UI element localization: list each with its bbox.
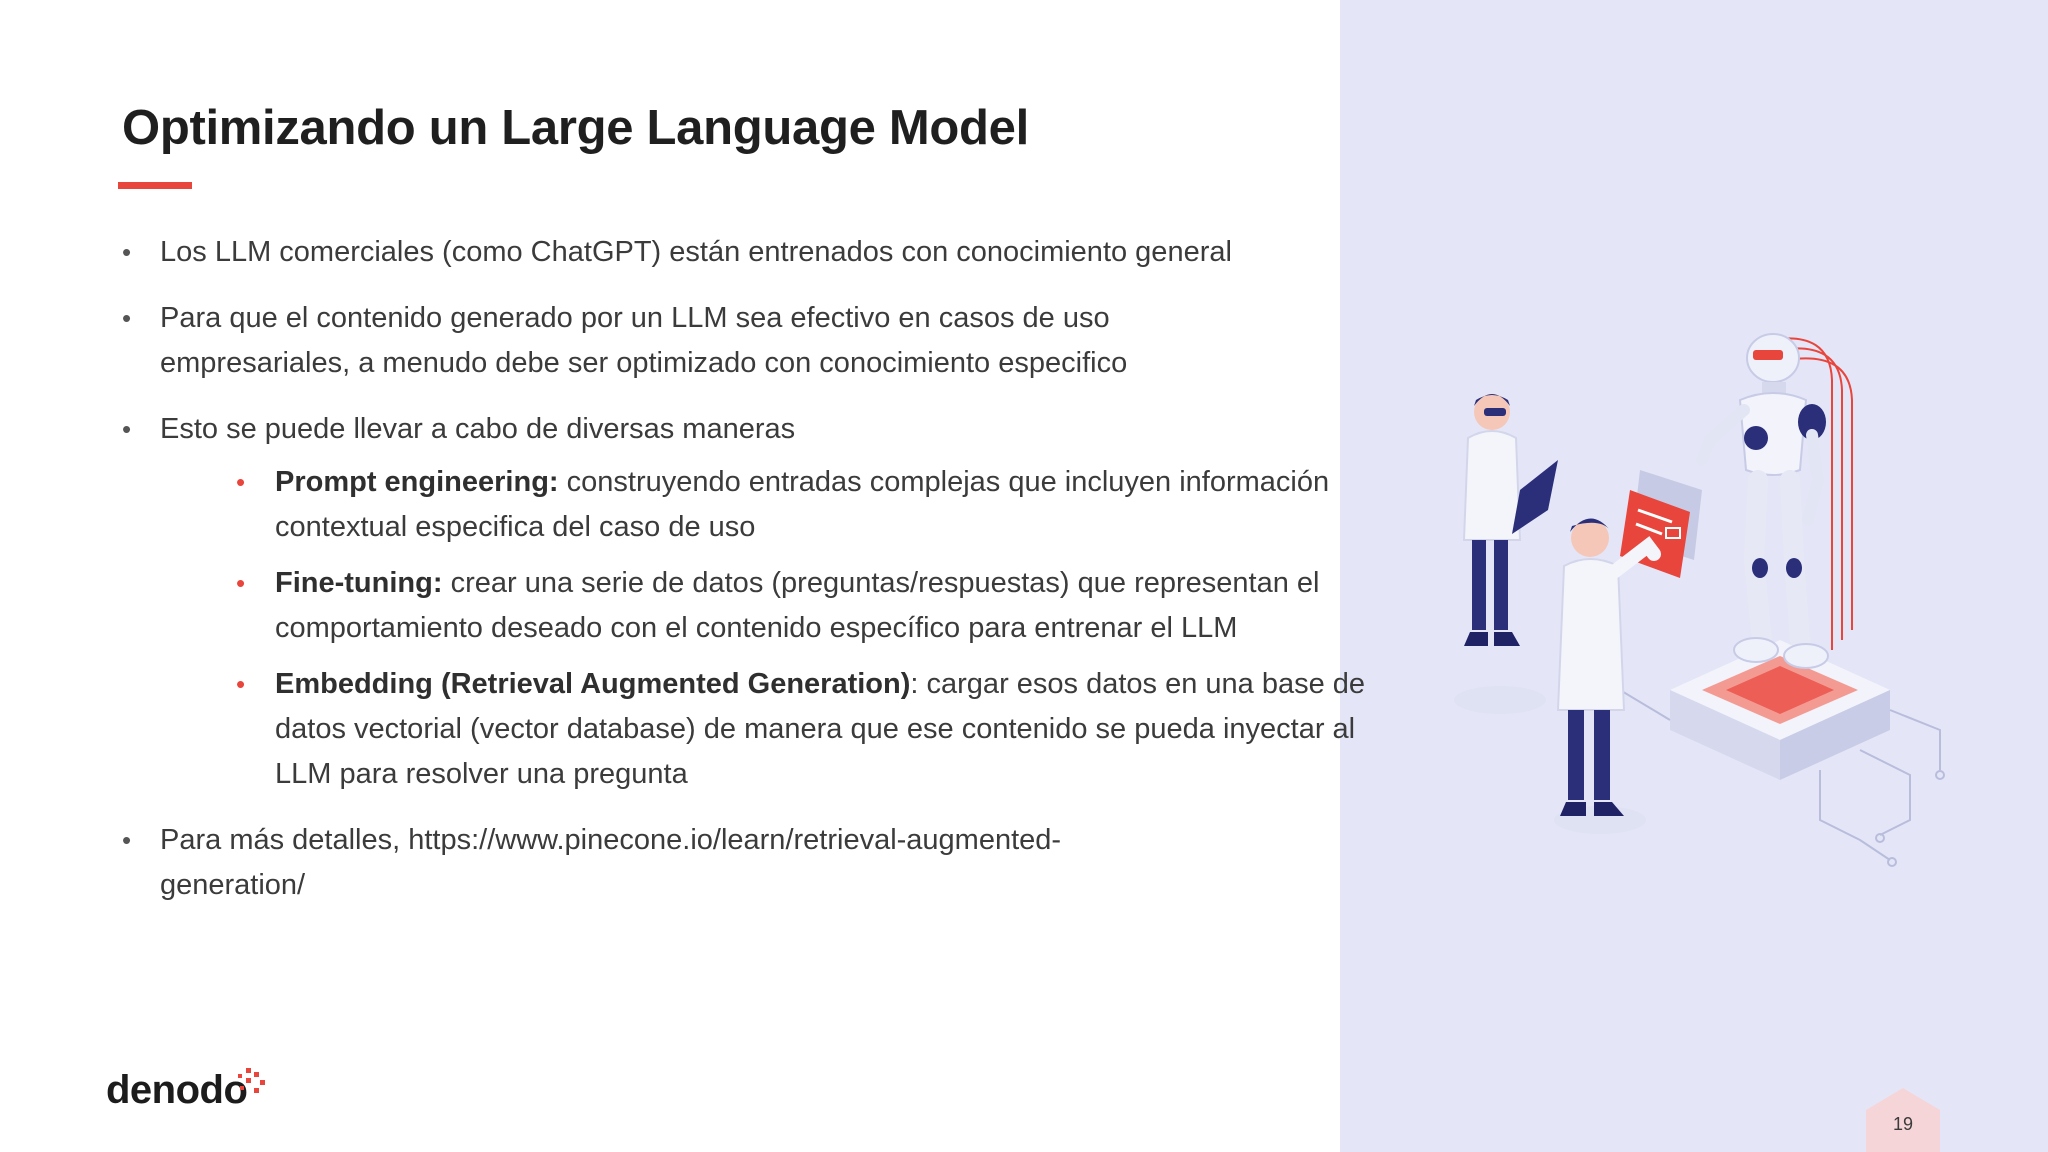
- bullet-text: Esto se puede llevar a cabo de diversas …: [160, 413, 796, 445]
- bullet-dot: •: [122, 237, 132, 267]
- robot-scientists-illustration: [1454, 333, 1945, 867]
- bullet-item: • Esto se puede llevar a cabo de diversa…: [122, 407, 1242, 452]
- scientist-with-tablet: [1454, 394, 1558, 714]
- sub-bullet-dot: •: [236, 467, 246, 497]
- sub-bullet-text: construyendo entradas complejas que incl…: [275, 466, 1330, 543]
- sub-bullet-text: : cargar esos datos en una base de datos…: [275, 668, 1366, 790]
- slide-title: Optimizando un Large Language Model: [122, 101, 1029, 155]
- bullet-text: Para más detalles, https://www.pinecone.…: [160, 824, 1062, 901]
- bullet-dot: •: [122, 303, 132, 333]
- slide-content: • Los LLM comerciales (como ChatGPT) est…: [122, 230, 1365, 929]
- logo-wordmark: denodo: [106, 1068, 248, 1112]
- sub-bullet-item: • Prompt engineering: construyendo entra…: [122, 460, 1370, 550]
- page-number-badge: [1866, 1088, 1940, 1152]
- bullet-item: • Los LLM comerciales (como ChatGPT) est…: [122, 230, 1242, 275]
- bullet-text: Los LLM comerciales (como ChatGPT) están…: [160, 236, 1232, 268]
- page-number: 19: [1892, 1114, 1914, 1134]
- sub-bullet-item: • Fine-tuning: crear una serie de datos …: [122, 561, 1370, 651]
- robot-platform: [1670, 640, 1890, 780]
- denodo-logo: denodo: [106, 1068, 265, 1118]
- bullet-dot: •: [122, 414, 132, 444]
- bullet-dot: •: [122, 825, 132, 855]
- sub-bullet-text: crear una serie de datos (preguntas/resp…: [275, 567, 1320, 644]
- sub-bullet-dot: •: [236, 669, 246, 699]
- logo-dots-icon: [238, 1068, 265, 1093]
- bullet-text: Para que el contenido generado por un LL…: [160, 302, 1128, 379]
- illustration-panel: [1340, 0, 2048, 1152]
- sub-bullet-dot: •: [236, 568, 246, 598]
- sub-bullet-term: Embedding (Retrieval Augmented Generatio…: [275, 668, 911, 700]
- title-accent-bar: [118, 182, 192, 189]
- bullet-item: • Para que el contenido generado por un …: [122, 296, 1242, 386]
- sub-bullet-term: Prompt engineering:: [275, 466, 559, 498]
- scientist-front: [1554, 518, 1661, 834]
- sub-bullet-item: • Embedding (Retrieval Augmented Generat…: [122, 662, 1370, 797]
- sub-bullet-term: Fine-tuning:: [275, 567, 443, 599]
- bullet-item-link: • Para más detalles, https://www.pinecon…: [122, 818, 1200, 908]
- robot: [1696, 333, 1829, 669]
- sub-bullet-list: • Prompt engineering: construyendo entra…: [122, 460, 1365, 797]
